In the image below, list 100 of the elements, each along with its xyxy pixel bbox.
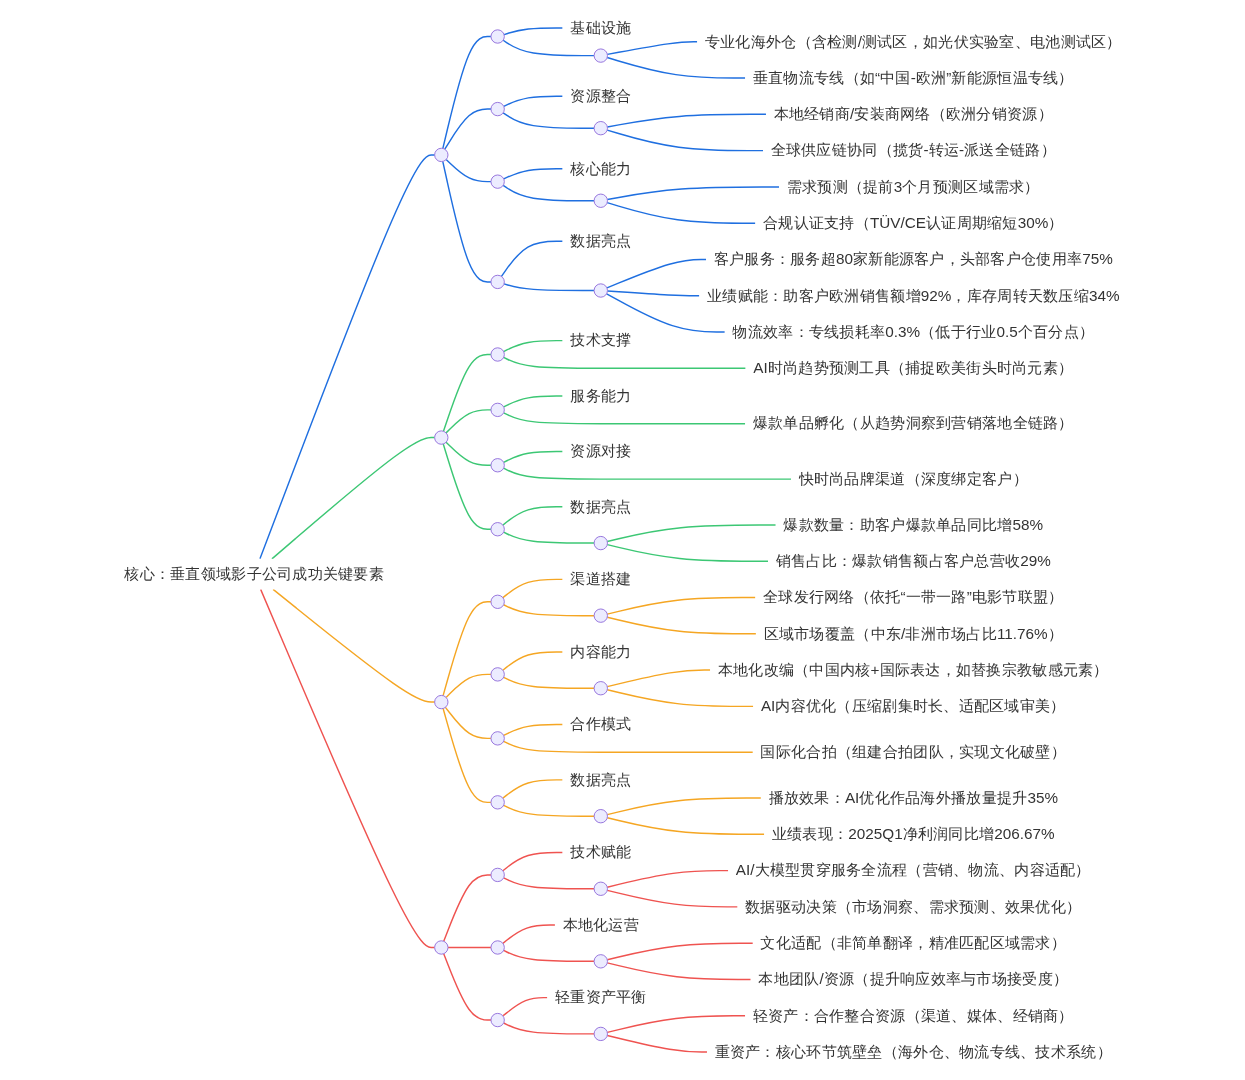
connector <box>259 588 435 949</box>
connector <box>606 596 756 615</box>
node-circle <box>593 608 608 623</box>
node-text: 本地经销商/安装商网络（欧洲分销资源） <box>773 105 1053 122</box>
connector <box>501 996 548 1017</box>
connector <box>606 543 769 562</box>
node-text: 业绩表现：2025Q1净利润同比增206.67% <box>771 825 1055 842</box>
node-text: 数据亮点 <box>569 498 631 515</box>
node-text: 合作模式 <box>569 715 631 733</box>
node-text: 区域市场覆盖（中东/非洲市场占比11.76%） <box>763 625 1063 642</box>
node-circle <box>490 29 505 44</box>
node-text: 专业化海外仓（含检测/测试区，如光伏实验室、电池测试区） <box>704 33 1122 50</box>
connector <box>441 707 492 804</box>
connector <box>502 467 792 480</box>
connector <box>502 356 746 370</box>
node-text: 重资产：核心环节筑壁垒（海外仓、物流专线、技术系统） <box>714 1043 1112 1060</box>
node-text: AI时尚趋势预测工具（捕捉欧美街头时尚元素） <box>752 359 1073 376</box>
node-text: AI内容优化（压缩剧集时长、适配区域审美） <box>760 697 1066 715</box>
connector <box>442 874 492 942</box>
node-text: 技术赋能 <box>569 843 631 861</box>
connector <box>606 869 729 888</box>
node-circle <box>593 1026 608 1042</box>
connector <box>502 450 563 464</box>
node-text: 资源对接 <box>569 442 631 460</box>
connector <box>501 506 563 526</box>
node-circle <box>593 881 608 896</box>
node-text: 快时尚品牌渠道（深度绑定客户） <box>798 470 1028 487</box>
node-circle <box>490 101 505 117</box>
connector <box>606 817 765 836</box>
node-text: 本地团队/资源（提升响应效率与市场接受度） <box>757 970 1068 988</box>
node-circle <box>593 121 608 136</box>
connector <box>502 168 563 180</box>
node-text: 爆款数量：助客户爆款单品同比增58% <box>782 516 1043 533</box>
node-text: 文化适配（非简单翻译，精准匹配区域需求） <box>760 934 1066 951</box>
connector <box>502 804 595 817</box>
node-circle <box>593 954 608 969</box>
node-text: 本地化运营 <box>562 916 639 933</box>
connector <box>606 1015 746 1034</box>
node-circle <box>433 147 448 163</box>
connector <box>444 441 492 466</box>
connector <box>606 797 762 816</box>
node-text: AI/大模型贯穿服务全流程（营销、物流、内容适配） <box>735 862 1091 879</box>
node-circle <box>490 174 505 189</box>
node-text: 本地化改编（中国内核+国际表达，如替换宗教敏感元素） <box>717 661 1109 678</box>
connector <box>502 95 563 108</box>
connector <box>606 942 754 961</box>
node-circle <box>490 458 505 473</box>
connector <box>441 35 492 150</box>
connector <box>446 946 492 949</box>
connector <box>501 651 563 671</box>
node-text: 客户服务：服务超80家新能源客户，头部客户仓使用率75% <box>713 250 1113 268</box>
connector <box>502 1022 595 1035</box>
node-circle <box>593 535 608 551</box>
connector <box>502 283 595 292</box>
connector <box>444 158 492 183</box>
connector <box>444 673 492 699</box>
connector <box>442 353 492 432</box>
node-circle <box>490 274 505 290</box>
node-circle <box>433 430 448 445</box>
connector <box>606 41 698 56</box>
node-circle <box>490 594 505 609</box>
node-text: 内容能力 <box>569 643 631 660</box>
connector <box>502 949 595 963</box>
node-circle <box>490 522 505 537</box>
node-circle <box>433 940 448 955</box>
node-circle <box>593 193 608 208</box>
node-text: 资源整合 <box>569 87 631 104</box>
connector <box>502 604 595 617</box>
connector <box>502 27 563 36</box>
connector <box>271 588 435 703</box>
connector <box>606 129 764 152</box>
connector <box>502 676 595 689</box>
node-circle <box>490 1012 505 1028</box>
node-text: 国际化合拍（组建合拍团队，实现文化破壁） <box>760 743 1066 760</box>
connector <box>502 531 595 544</box>
node-text: 核心能力 <box>569 160 631 177</box>
node-text: 合规认证支持（TÜV/CE认证周期缩短30%） <box>762 214 1064 231</box>
connector <box>606 689 754 708</box>
connector <box>502 412 746 425</box>
node-circle <box>490 347 505 362</box>
connector <box>441 601 492 697</box>
connector <box>606 290 700 297</box>
node-circle <box>593 681 608 696</box>
connector <box>501 851 563 872</box>
connector <box>606 201 756 224</box>
connector <box>606 56 746 79</box>
connector <box>501 779 563 799</box>
node-text: 播放效果：AI优化作品海外播放量提升35% <box>768 789 1058 806</box>
connector <box>441 160 492 283</box>
connector <box>605 293 726 333</box>
node-text: 全球供应链协同（揽货-转运-派送全链路） <box>770 142 1056 159</box>
connector <box>606 889 738 908</box>
connector <box>501 924 556 945</box>
node-text: 技术支撑 <box>569 332 631 349</box>
connector <box>606 962 751 981</box>
connector <box>444 409 492 434</box>
node-text: 销售占比：爆款销售额占客户总营收29% <box>775 552 1051 569</box>
connector <box>270 436 435 560</box>
connector <box>258 154 435 560</box>
node-text: 全球发行网络（依托“一带一路”电影节联盟） <box>762 588 1064 606</box>
